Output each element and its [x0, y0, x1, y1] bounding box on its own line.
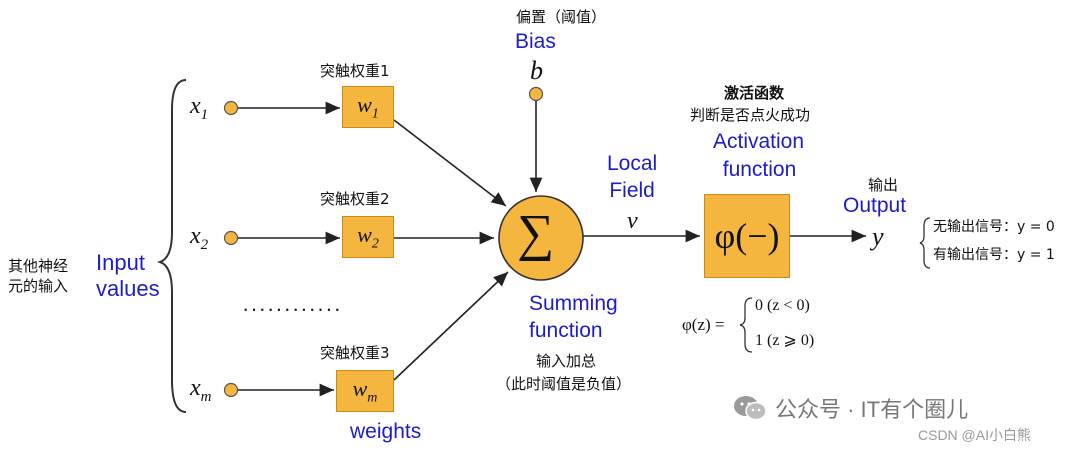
wechat-icon	[734, 396, 767, 421]
bias-symbol: b	[530, 56, 543, 85]
summing-note-line1: 输入加总	[536, 352, 597, 370]
summing-note-line2: （此时阈值是负值）	[496, 375, 632, 393]
edge-w1-sum	[393, 119, 507, 207]
output-label: Output	[843, 194, 907, 217]
input-brace	[156, 79, 187, 413]
csdn-credit: CSDN @AI小白熊	[918, 427, 1031, 443]
input-x2: x2	[190, 223, 209, 253]
node-xm	[223, 382, 239, 398]
weight-box-w2: w2	[342, 216, 394, 258]
bias-label: Bias	[515, 30, 556, 53]
activation-function-label: Activation function	[713, 130, 805, 181]
output-case-1: 无输出信号：y = 0	[933, 219, 1055, 235]
node-x1	[223, 100, 239, 116]
local-field-symbol: v	[627, 208, 638, 234]
watermark-text: 公众号 · IT有个圈儿	[775, 397, 969, 422]
ellipsis: ············	[242, 296, 342, 321]
weight-caption-2: 突触权重2	[320, 190, 390, 208]
sigma-symbol: ∑	[517, 205, 555, 262]
edge-wm-sum	[393, 271, 509, 381]
output-caption-cn: 输出	[868, 176, 899, 194]
weight-box-wm: wm	[336, 370, 394, 412]
wechat-watermark: 公众号 · IT有个圈儿	[733, 392, 968, 424]
bias-caption-cn: 偏置（阈值）	[516, 8, 607, 26]
phi-cases-brace	[739, 297, 753, 353]
summing-function-label: Summing function	[529, 292, 618, 342]
weight-box-w1: w1	[342, 86, 394, 128]
phi-case-1: 0 (z < 0)	[755, 297, 810, 314]
output-symbol: y	[872, 222, 884, 251]
activation-box: φ(−)	[704, 194, 790, 278]
activation-caption-cn2: 判断是否点火成功	[690, 106, 811, 124]
output-case-2: 有输出信号：y = 1	[933, 247, 1055, 263]
node-bias	[528, 86, 544, 102]
input-values-label: Input values	[96, 250, 160, 301]
activation-caption-cn1: 激活函数	[724, 84, 785, 102]
weight-caption-1: 突触权重1	[320, 62, 390, 80]
summing-node	[498, 195, 584, 281]
phi-case-2: 1 (z ⩾ 0)	[755, 332, 815, 349]
local-field-label: Local Field	[607, 152, 658, 202]
weights-label: weights	[350, 420, 422, 443]
input-xm: xm	[190, 375, 212, 405]
node-x2	[223, 230, 239, 246]
output-cases-brace	[919, 217, 931, 269]
other-neuron-inputs-label: 其他神经 元的输入	[8, 257, 69, 295]
weight-caption-3: 突触权重3	[320, 344, 390, 362]
phi-formula-lhs: φ(z) =	[682, 315, 725, 334]
input-x1: x1	[190, 93, 209, 123]
